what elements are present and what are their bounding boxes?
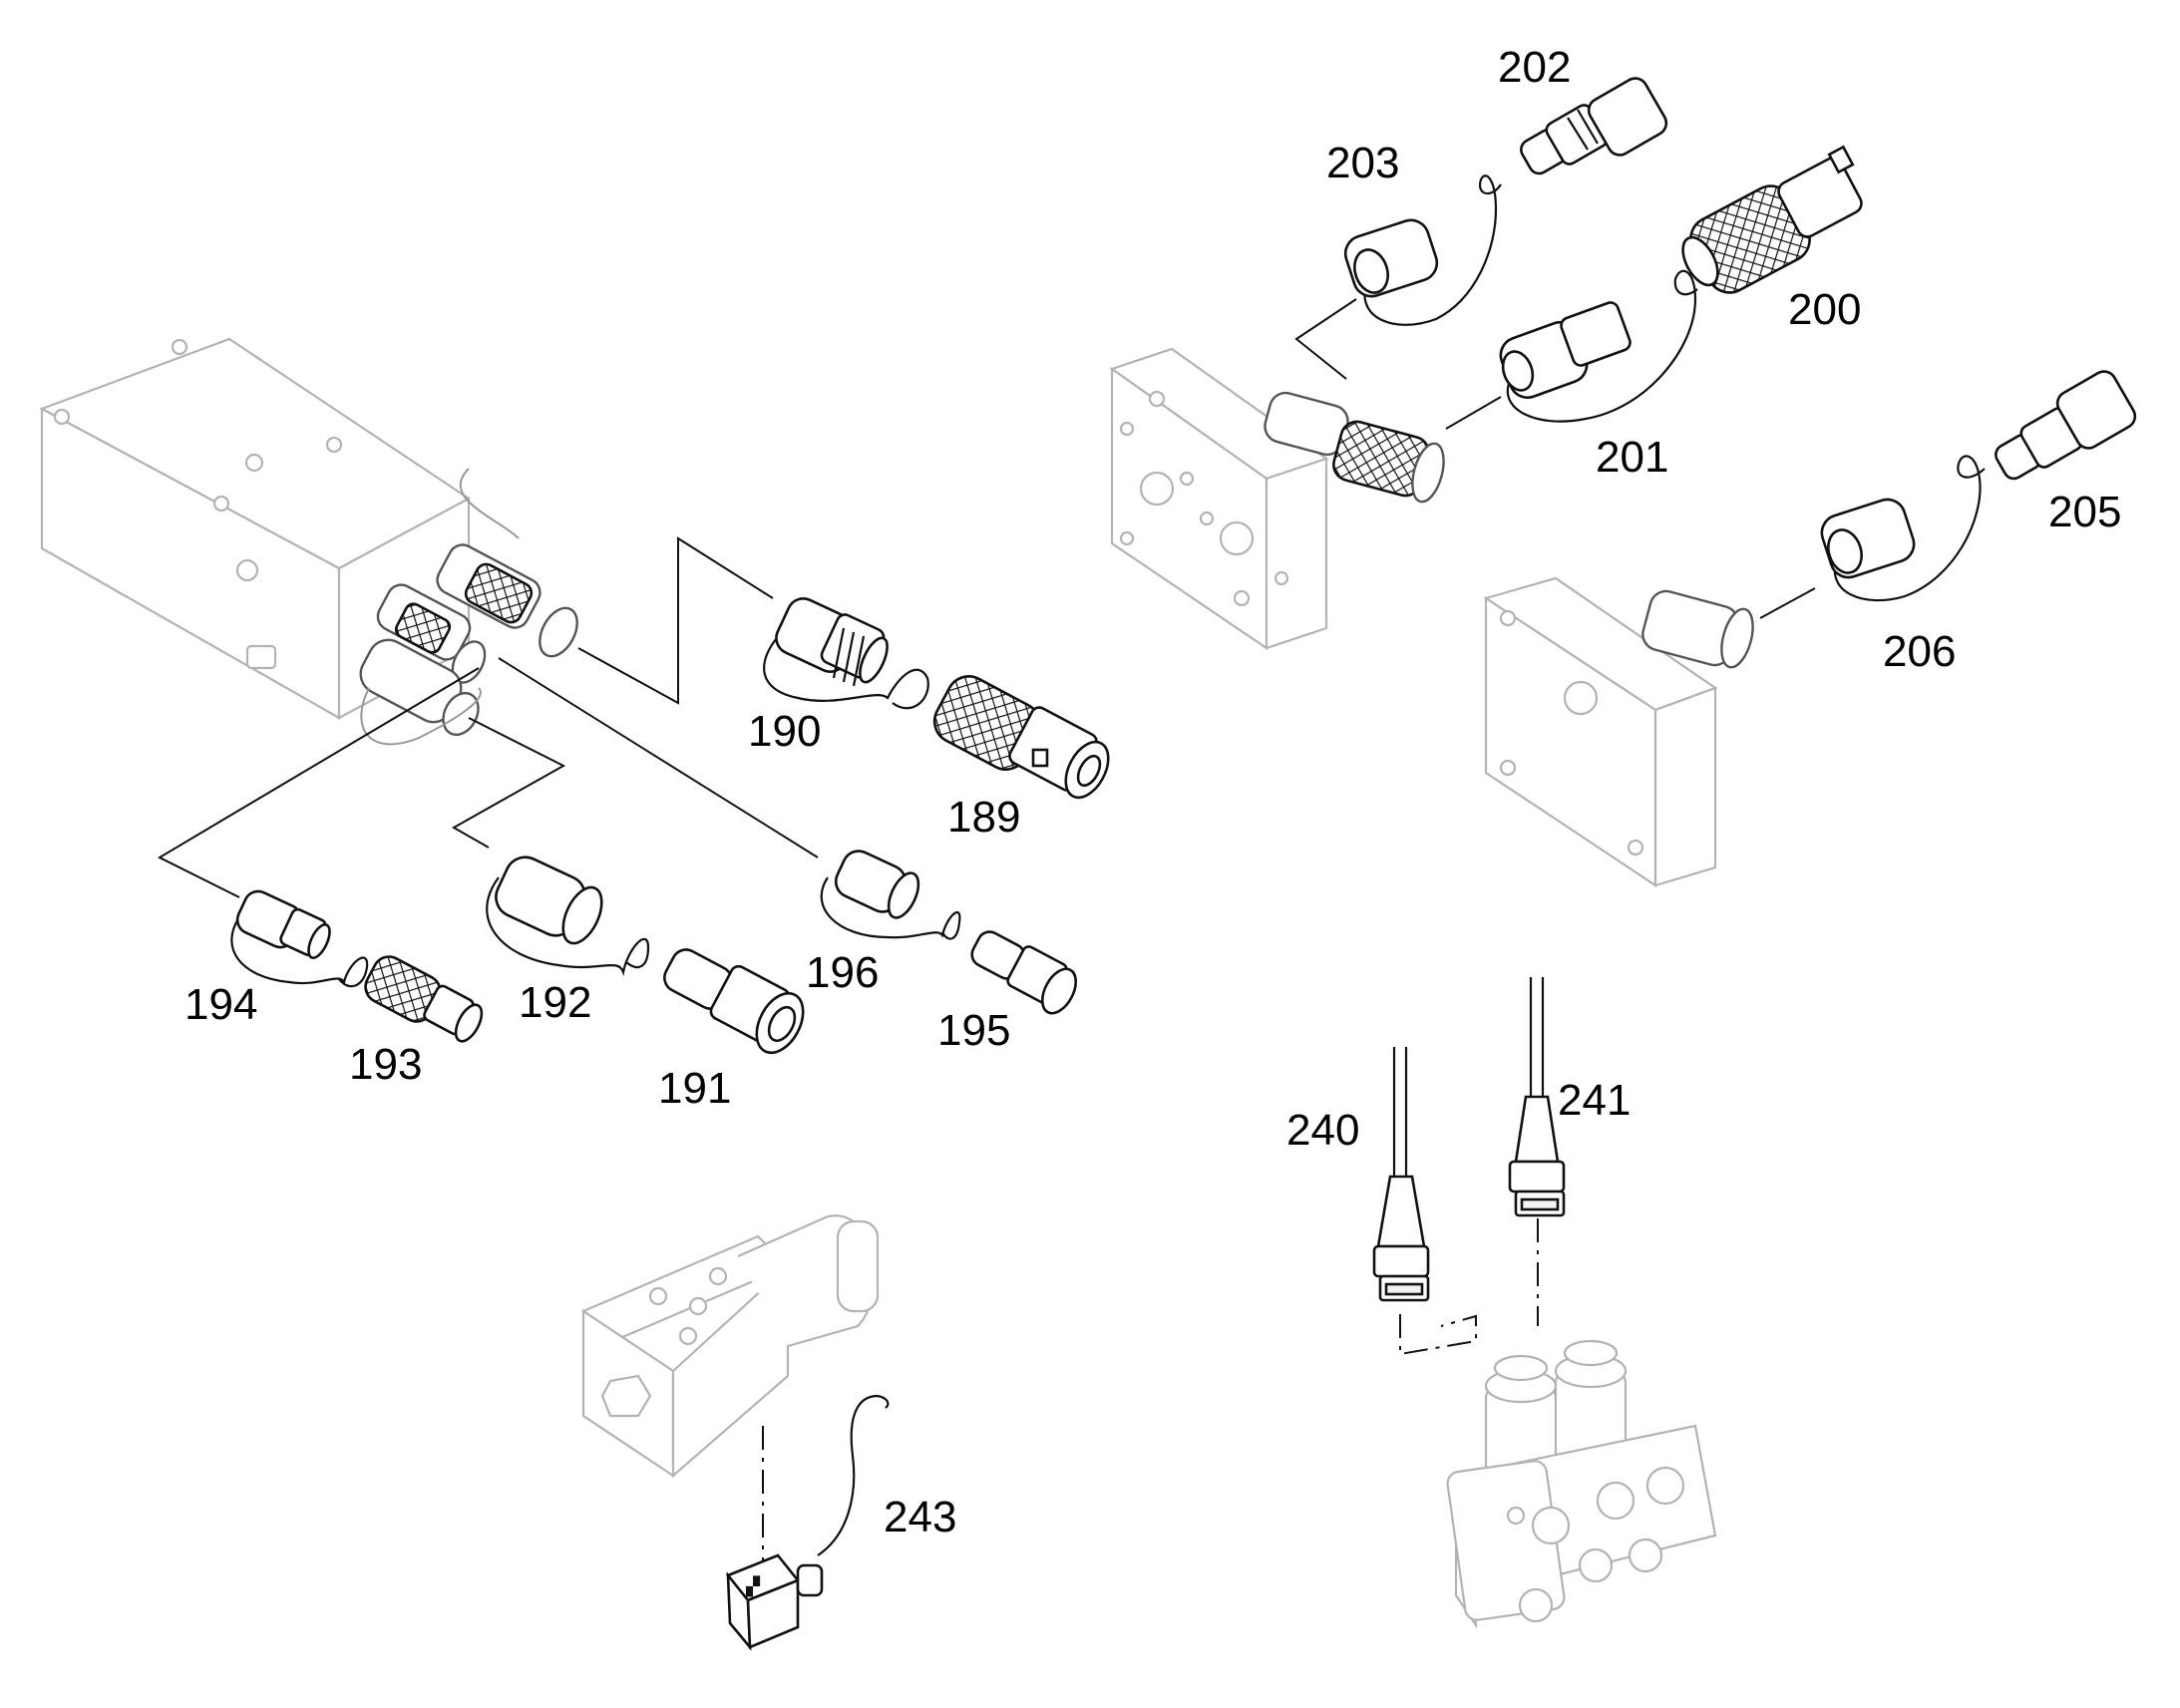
leader-lines-upper-right	[1294, 298, 1502, 430]
part-195-nipple	[970, 930, 1078, 1015]
part-206-cap-with-loop	[1820, 455, 1986, 602]
svg-text:▞: ▞	[745, 1574, 761, 1597]
callout-labels: 202 203 200 201 205 206 190 189 194 193 …	[184, 43, 2121, 1541]
callout-203: 203	[1326, 139, 1399, 187]
callout-194: 194	[184, 980, 257, 1029]
manifold-couplings	[359, 468, 578, 746]
part-193-knurled-coupler	[364, 955, 484, 1043]
part-240-cable-plug	[1372, 1047, 1477, 1356]
part-241-cable-plug	[1508, 977, 1566, 1326]
part-190-plug-with-cap	[763, 597, 929, 710]
callout-206: 206	[1883, 627, 1956, 676]
callout-200: 200	[1788, 285, 1861, 334]
callout-243: 243	[884, 1493, 956, 1541]
callout-192: 192	[519, 978, 591, 1027]
callout-195: 195	[937, 1006, 1010, 1055]
part-200-knurled-coupler	[1681, 145, 1863, 294]
callout-191: 191	[658, 1064, 731, 1113]
part-189-knurled-coupler	[932, 675, 1110, 800]
part-194-plug-with-cap	[230, 889, 369, 988]
part-201-plug-with-cap	[1499, 269, 1698, 423]
part-203-cap-with-loop	[1343, 174, 1502, 326]
lower-plate	[1483, 576, 1816, 888]
callout-205: 205	[2048, 488, 2121, 536]
callout-240: 240	[1286, 1106, 1359, 1155]
callout-241: 241	[1558, 1076, 1631, 1125]
part-202-plug	[1520, 77, 1668, 175]
callout-190: 190	[748, 707, 821, 756]
part-191-nipple	[663, 948, 805, 1055]
part-243-connector-cable: ▞	[725, 1394, 890, 1651]
callout-193: 193	[349, 1040, 422, 1089]
callout-201: 201	[1596, 433, 1668, 482]
callout-189: 189	[947, 793, 1020, 842]
solenoid-valve	[581, 1214, 880, 1565]
callout-196: 196	[806, 948, 879, 997]
callout-202: 202	[1498, 43, 1571, 92]
directional-valve	[1446, 1339, 1717, 1629]
leader-lines-left	[157, 536, 819, 898]
upper-plate	[1109, 347, 1445, 651]
part-196-cap-with-loop	[820, 850, 961, 940]
part-192-cap-with-loop	[486, 855, 650, 977]
part-205-plug	[1995, 370, 2137, 481]
